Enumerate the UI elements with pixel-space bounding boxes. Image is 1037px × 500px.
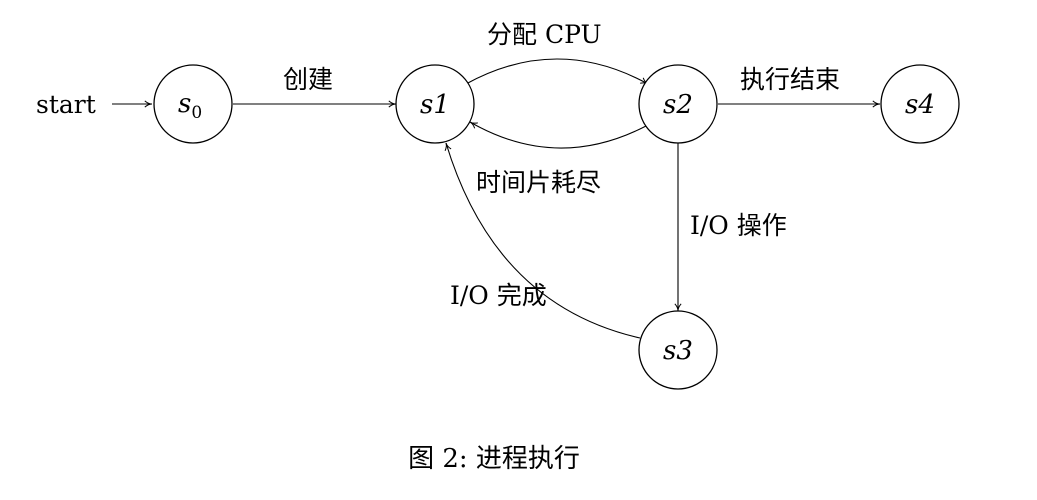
edge-label-io-complete: I/O 完成 [450, 281, 547, 310]
edge-s3-s1 [444, 142, 641, 339]
edge-label-io-operation: I/O 操作 [690, 211, 787, 240]
node-s1-label: s1 [420, 90, 450, 120]
node-s0-label: s [178, 89, 191, 119]
node-s3-label: s3 [663, 336, 693, 366]
figure-caption: 图 2: 进程执行 [408, 444, 580, 474]
node-s2: s2 [638, 64, 718, 144]
node-s2-label: s2 [663, 90, 693, 120]
node-s0-subscript: 0 [191, 103, 202, 123]
node-s4-label: s4 [905, 90, 935, 120]
edge-label-exec-finished: 执行结束 [740, 65, 840, 94]
node-s4: s4 [880, 64, 960, 144]
edge-label-timeslice-expired: 时间片耗尽 [476, 168, 601, 197]
node-s0: s0 [153, 64, 233, 144]
node-s1: s1 [395, 64, 475, 144]
edge-s1-s2 [465, 58, 649, 85]
node-s3: s3 [638, 310, 718, 390]
svg-text:s0: s0 [178, 89, 202, 123]
edge-label-allocate-cpu: 分配 CPU [487, 20, 602, 49]
edge-label-create: 创建 [283, 65, 333, 94]
edge-s2-s1 [469, 121, 647, 149]
start-label: start [36, 90, 96, 119]
